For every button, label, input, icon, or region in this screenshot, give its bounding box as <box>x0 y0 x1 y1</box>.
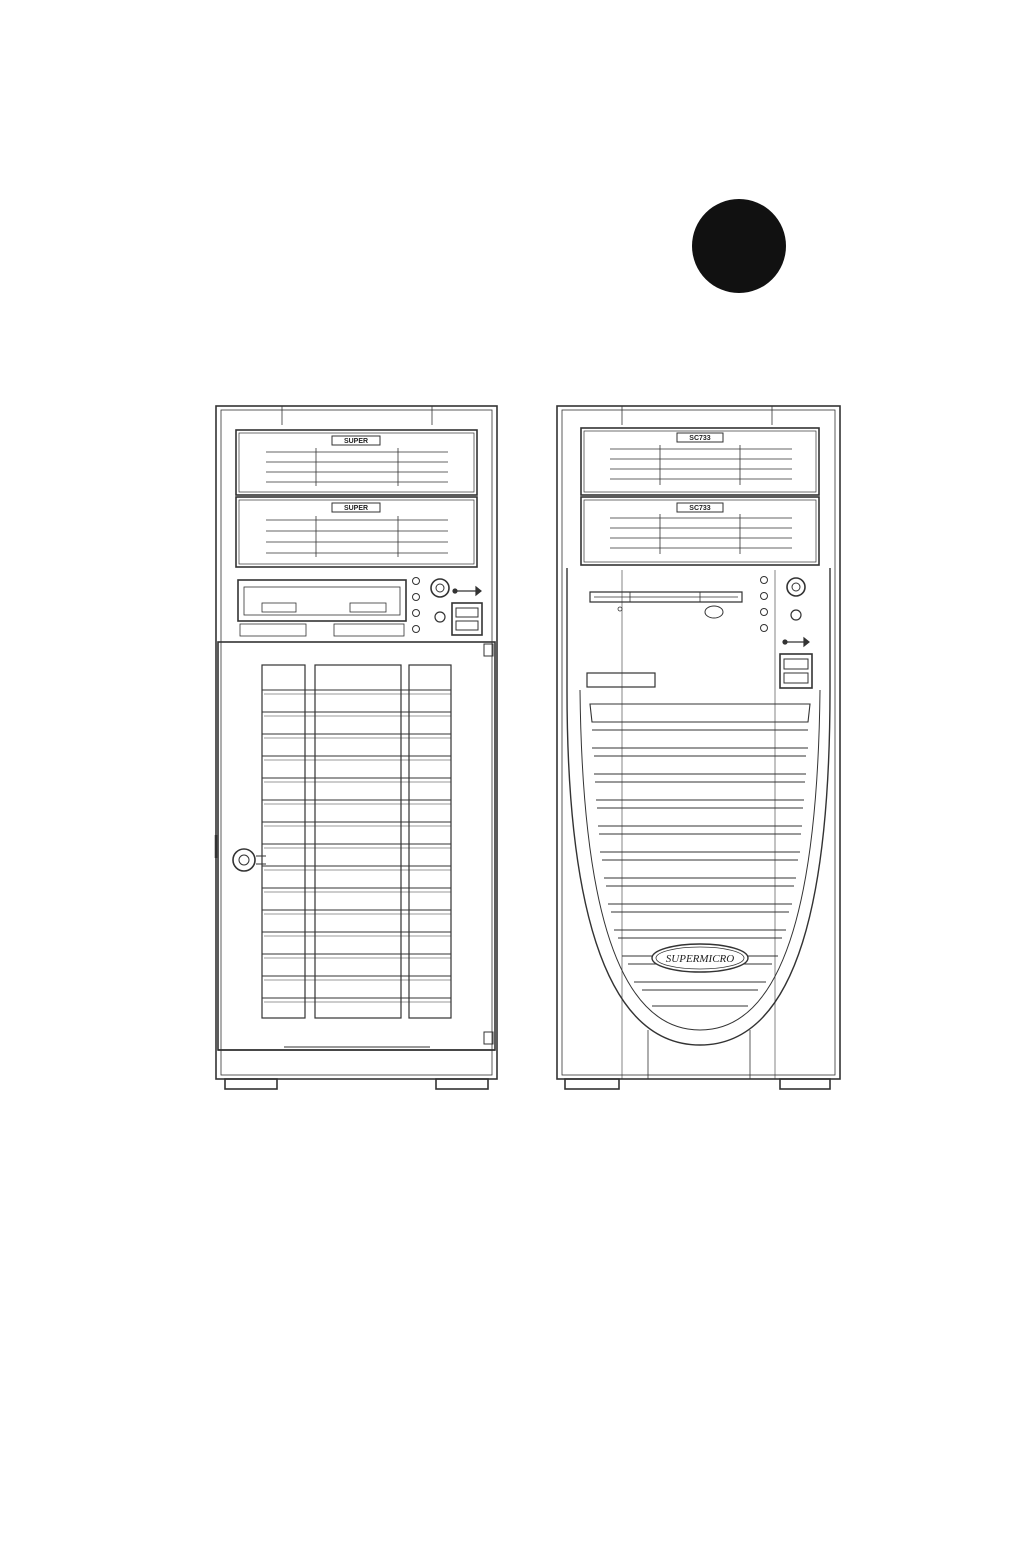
left-usb-ports <box>452 603 482 635</box>
left-floppy-bay <box>238 580 406 636</box>
right-bay-badge-1: SC733 <box>677 433 723 442</box>
left-reset-button <box>435 612 445 622</box>
right-bay-badge-2: SC733 <box>677 503 723 512</box>
right-led-1 <box>761 577 768 584</box>
right-logo-text: SUPERMICRO <box>666 953 734 965</box>
section-marker-dot <box>692 199 786 293</box>
door-lock <box>233 849 255 871</box>
right-bezel-outline <box>567 568 830 1045</box>
right-reset-button <box>791 610 801 620</box>
right-led-4 <box>761 625 768 632</box>
left-foot-1 <box>225 1079 277 1089</box>
left-door-vent-slots <box>262 690 451 1002</box>
left-bay-badge-1-text: SUPER <box>344 438 368 445</box>
right-led-2 <box>761 593 768 600</box>
usb-icon <box>453 587 481 595</box>
left-led-3 <box>413 610 420 617</box>
right-eject-button <box>705 606 723 618</box>
left-bay-badge-2: SUPER <box>332 503 380 512</box>
right-bay-badge-1-text: SC733 <box>689 435 711 442</box>
right-led-3 <box>761 609 768 616</box>
right-name-plate <box>587 673 655 687</box>
left-led-4 <box>413 626 420 633</box>
right-usb-ports <box>780 654 812 688</box>
right-power-button <box>787 578 805 596</box>
left-bay-badge-1: SUPER <box>332 436 380 445</box>
left-led-2 <box>413 594 420 601</box>
left-bay-badge-2-text: SUPER <box>344 505 368 512</box>
left-foot-2 <box>436 1079 488 1089</box>
right-foot-2 <box>780 1079 830 1089</box>
right-bay-badge-2-text: SC733 <box>689 505 711 512</box>
right-foot-1 <box>565 1079 619 1089</box>
left-power-button <box>431 579 449 597</box>
left-front-door <box>216 642 495 1050</box>
left-led-1 <box>413 578 420 585</box>
right-slim-drive <box>590 592 742 618</box>
usb-icon <box>783 638 809 646</box>
